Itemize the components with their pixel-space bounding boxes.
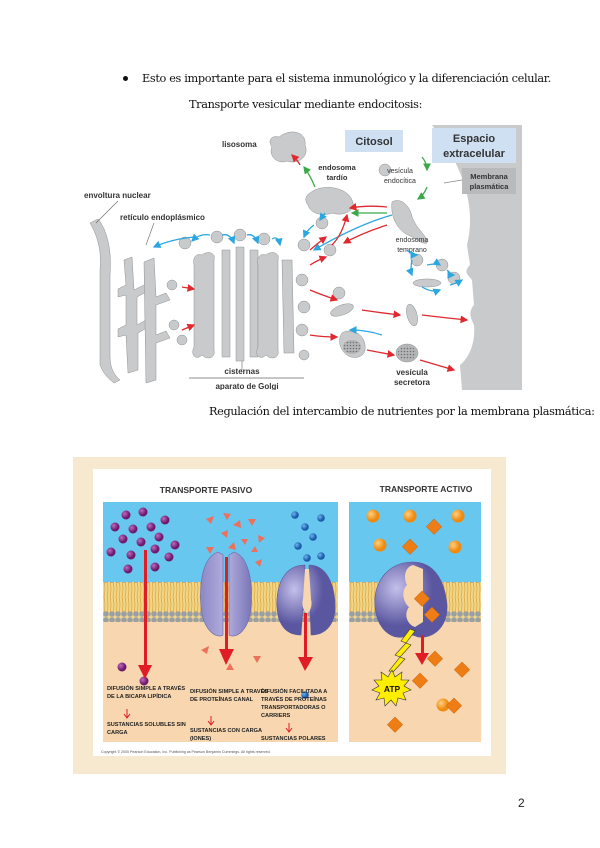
citosol-box bbox=[345, 130, 403, 152]
bullet-line: Esto es importante para el sistema inmun… bbox=[123, 72, 551, 85]
citosol-label: Citosol bbox=[355, 136, 392, 148]
purple-particles bbox=[106, 507, 180, 686]
orange-spheres bbox=[366, 509, 465, 712]
membrana-box bbox=[462, 168, 516, 194]
lysosome bbox=[269, 131, 307, 163]
substance-label-facilitated: SUSTANCIAS POLARES bbox=[261, 736, 326, 742]
transport-arrows bbox=[138, 550, 429, 679]
orange-diamonds bbox=[386, 518, 471, 733]
reticulo-leader bbox=[145, 222, 155, 246]
substance-label-simple: SUSTANCIAS SOLUBLES SIN CARGA bbox=[107, 722, 186, 736]
late-endosome bbox=[305, 187, 354, 215]
lisosoma-label: lisosoma bbox=[222, 140, 257, 149]
nuclear-envelope bbox=[89, 218, 121, 384]
tubular-vesicle bbox=[412, 278, 442, 288]
title-active: TRANSPORTE ACTIVO bbox=[380, 484, 473, 494]
atp-label: ATP bbox=[384, 684, 401, 694]
substance-label-channel: SUSTANCIAS CON CARGA (IONES) bbox=[190, 728, 262, 742]
membrana-label-2: plasmática bbox=[470, 182, 510, 191]
flat-vesicle bbox=[406, 304, 418, 326]
carrier-channel bbox=[302, 569, 312, 613]
arrows-red bbox=[181, 154, 469, 372]
mechanism-label-simple: DIFUSIÓN SIMPLE A TRAVÉS DE LA BICAPA LI… bbox=[107, 686, 186, 700]
membrana-leader bbox=[443, 179, 463, 184]
endosoma-tardio-label-1: endosoma bbox=[318, 163, 356, 172]
mechanism-label-facilitated: DIFUSIÓN FACILITADA A TRAVÉS DE PROTEÍNA… bbox=[261, 689, 328, 719]
espacio-label-1: Espacio bbox=[453, 133, 495, 145]
mechanism-label-channel: DIFUSIÓN SIMPLE A TRAVÉS DE PROTEÍNAS CA… bbox=[190, 689, 269, 703]
caption-endocytosis: Transporte vesicular mediante endocitosi… bbox=[189, 98, 423, 111]
vesicula-secretora-label-1: vesícula bbox=[396, 368, 428, 377]
bullet-dot bbox=[123, 75, 128, 81]
flat-vesicle bbox=[330, 303, 354, 317]
pump-binding-site bbox=[403, 565, 423, 627]
endosoma-temprano-label-2: temprano bbox=[397, 247, 427, 254]
cisternas-label: cisternas bbox=[224, 367, 260, 376]
membrane-transport-figure: TRANSPORTE PASIVO TRANSPORTE ACTIVO bbox=[73, 457, 506, 774]
espacio-box bbox=[432, 128, 516, 163]
secretory-vesicle-core bbox=[398, 346, 416, 360]
early-endosome bbox=[391, 200, 428, 244]
small-arrow-1 bbox=[123, 709, 131, 719]
endosoma-temprano-label-1: endosoma bbox=[396, 237, 429, 244]
endocytosis-figure: Citosol Espacio extracelular Membrana pl… bbox=[84, 125, 522, 390]
atp-starburst bbox=[371, 669, 412, 707]
vesicula-secretora-label-2: secretora bbox=[394, 378, 431, 387]
membrana-label-1: Membrana bbox=[470, 172, 508, 181]
reticulo-label: retículo endoplásmico bbox=[120, 213, 205, 222]
small-arrow-3 bbox=[285, 723, 293, 733]
bullet-text: Esto es importante para el sistema inmun… bbox=[142, 72, 551, 85]
golgi-apparatus bbox=[192, 246, 295, 362]
envoltura-leader bbox=[95, 200, 119, 224]
granule-core bbox=[343, 340, 361, 354]
golgi-label: aparato de Golgi bbox=[215, 382, 278, 390]
title-passive: TRANSPORTE PASIVO bbox=[160, 485, 253, 495]
er-branch bbox=[143, 257, 171, 384]
vesicula-endocitica-label-2: endocítica bbox=[384, 178, 416, 185]
espacio-label-2: extracelular bbox=[443, 148, 505, 160]
carrier-protein bbox=[276, 564, 336, 636]
vesicula-endocitica-label-1: vesícula bbox=[387, 168, 413, 175]
endosoma-tardio-label-2: tardío bbox=[327, 173, 348, 182]
arrows-blue bbox=[152, 212, 464, 336]
small-arrow-2 bbox=[207, 716, 215, 726]
page-number: 2 bbox=[518, 796, 525, 810]
caption-membrane: Regulación del intercambio de nutrientes… bbox=[209, 405, 595, 418]
copyright: Copyright © 2005 Pearson Education, Inc.… bbox=[101, 750, 271, 754]
arrows-green bbox=[303, 156, 431, 217]
channel-protein bbox=[200, 551, 252, 637]
extracellular-space bbox=[432, 125, 522, 390]
envoltura-label: envoltura nuclear bbox=[84, 191, 151, 200]
